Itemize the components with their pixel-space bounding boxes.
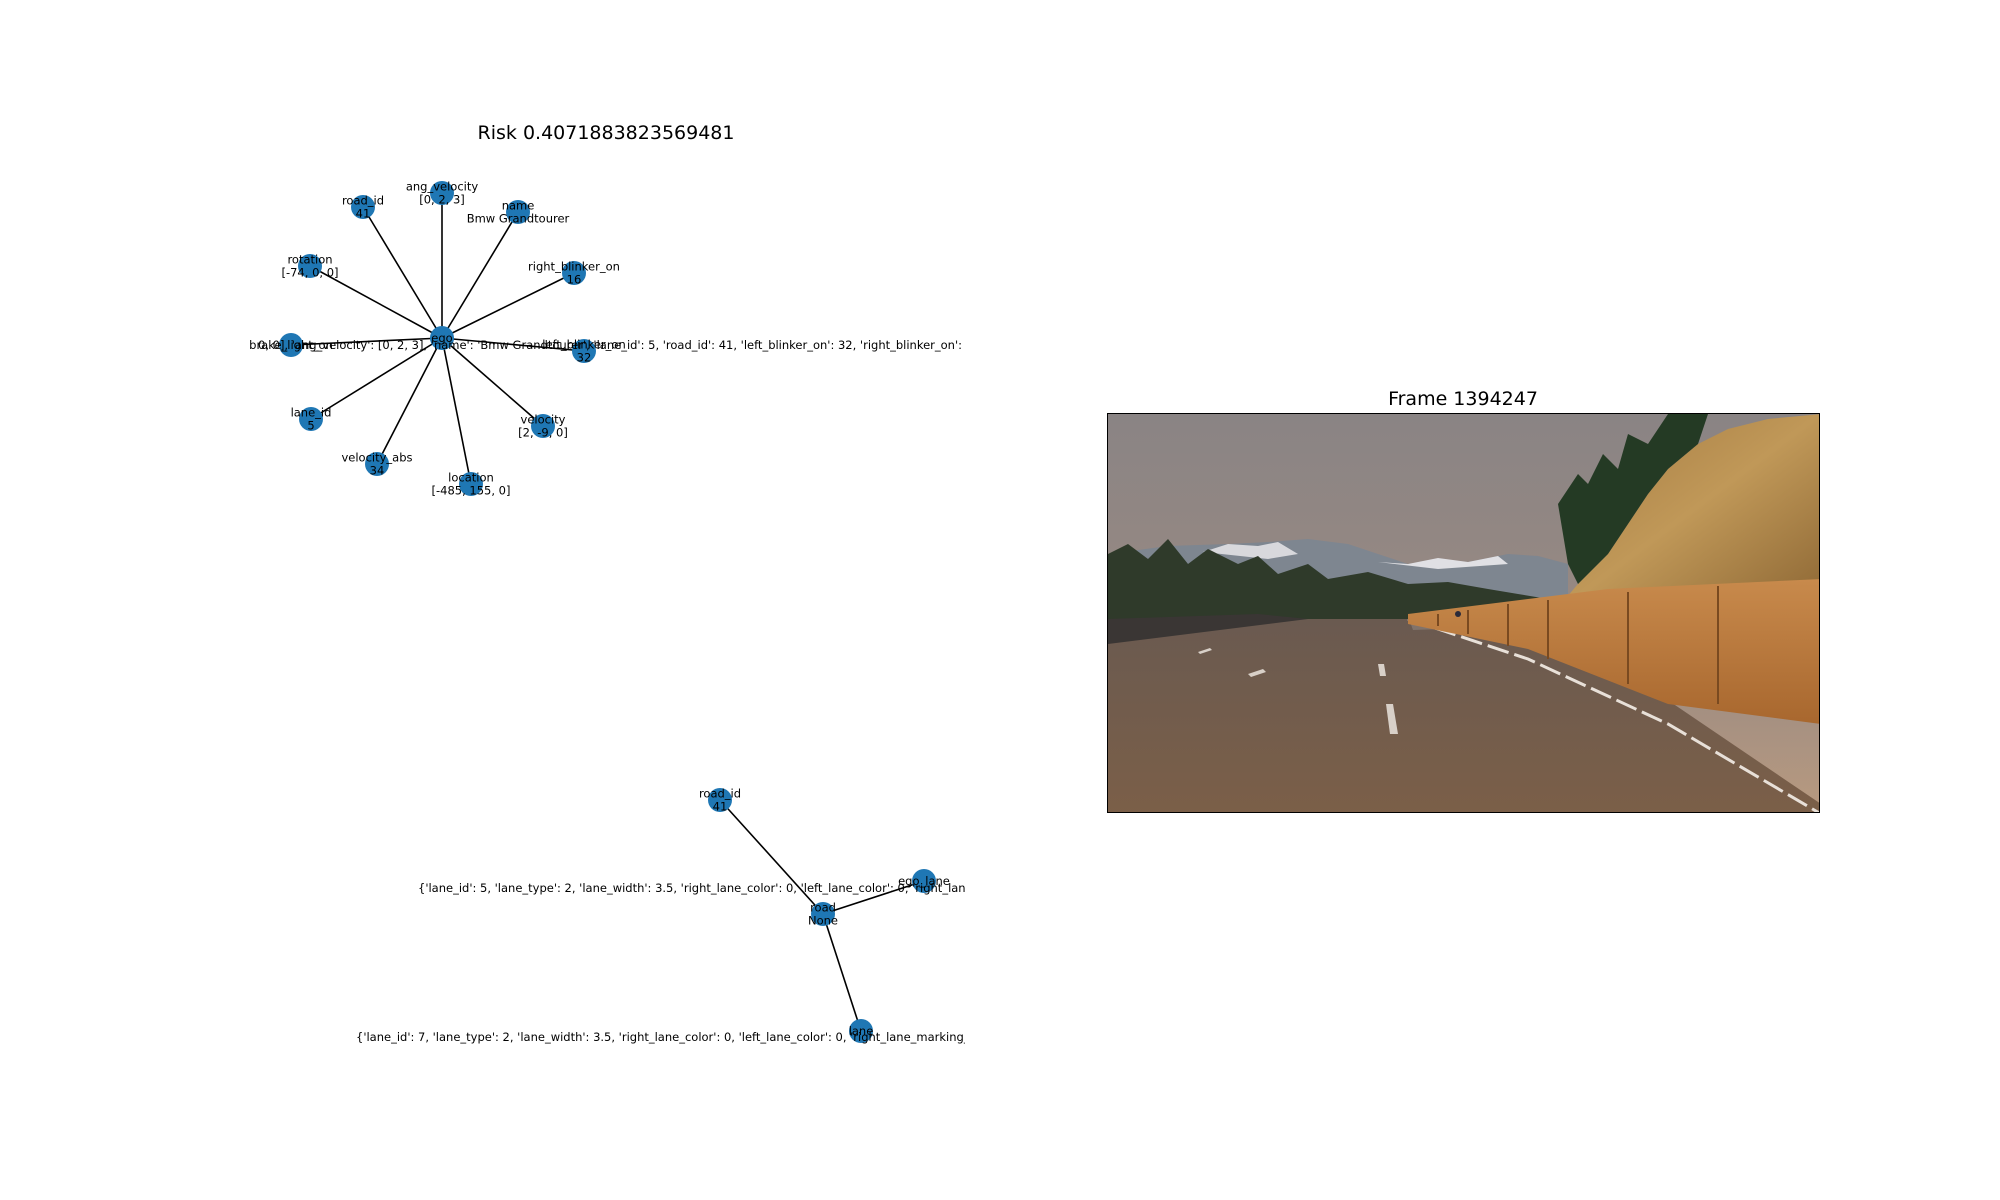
ego-graph-node-velocity: [531, 414, 555, 438]
ego-graph-edge-road_id: [362, 206, 443, 339]
ego-attributes-text: 0, 0], 'ang_velocity': [0, 2, 3], 'name'…: [258, 338, 984, 352]
lane-attributes-text: {'lane_id': 7, 'lane_type': 2, 'lane_wid…: [356, 1030, 981, 1044]
frame-title: Frame 1394247: [1388, 388, 1538, 410]
ego-graph-label-velocity: velocity[2, -9, 0]: [518, 413, 568, 440]
ego-graph-node-ang_velocity: [430, 181, 454, 205]
ego-graph-edge-left_blinker_on: [441, 337, 585, 352]
ego-graph-edge-brake_light_on: [290, 337, 443, 346]
ego-graph-edge-location: [441, 337, 472, 485]
ego-graph-edge-velocity_abs: [376, 337, 443, 465]
ego-graph-node-ego: [430, 326, 454, 350]
camera-frame-image: [1107, 413, 1820, 813]
ego-graph-edge-velocity: [441, 337, 544, 427]
ego-graph-node-lane_id: [299, 407, 323, 431]
ego-graph-node-right_blinker_on: [562, 261, 586, 285]
clip-mask-mid: [965, 876, 1165, 906]
ego-graph-label-brake_light_on: brake_light_on: [249, 338, 333, 352]
ego-lane-attributes-text: {'lane_id': 5, 'lane_type': 2, 'lane_wid…: [418, 881, 979, 895]
road-graph-edge-ego_lane: [822, 880, 925, 915]
road-graph-node-road_id: [708, 788, 732, 812]
ego-graph-node-rotation: [298, 254, 322, 278]
ego-graph-edge-right_blinker_on: [441, 272, 575, 339]
ego-graph-node-velocity_abs: [365, 452, 389, 476]
clip-mask-bottom: [965, 1026, 1165, 1056]
ego-graph-node-brake_light_on: [279, 333, 303, 357]
risk-title: Risk 0.4071883823569481: [477, 122, 735, 144]
road-graph-label-ego_lane: ego_lane: [898, 874, 950, 888]
ego-graph-label-rotation: rotation[-74, 0, 0]: [281, 253, 338, 280]
road-graph-node-ego_lane: [912, 869, 936, 893]
ego-graph-node-name: [506, 200, 530, 224]
ego-graph-node-location: [459, 472, 483, 496]
ego-graph-edge-rotation: [309, 265, 443, 339]
clip-mask-top: [965, 330, 1165, 360]
ego-graph-edge-name: [441, 211, 519, 339]
road-graph-edge-road_id: [719, 799, 824, 915]
ego-graph-label-ang_velocity: ang_velocity[0, 2, 3]: [406, 180, 479, 207]
ego-graph-label-ego: ego: [431, 331, 452, 345]
road-graph-node-road: [811, 902, 835, 926]
ego-graph-label-location: location[-485, 155, 0]: [432, 471, 511, 498]
ego-graph-node-left_blinker_on: [572, 339, 596, 363]
road-graph-label-lane: lane: [849, 1024, 874, 1038]
ego-graph-node-road_id: [351, 195, 375, 219]
road-graph-edge-lane: [822, 913, 862, 1032]
ego-graph-edge-lane_id: [310, 337, 443, 420]
road-scene: [1108, 414, 1819, 812]
road-graph-node-lane: [849, 1019, 873, 1043]
